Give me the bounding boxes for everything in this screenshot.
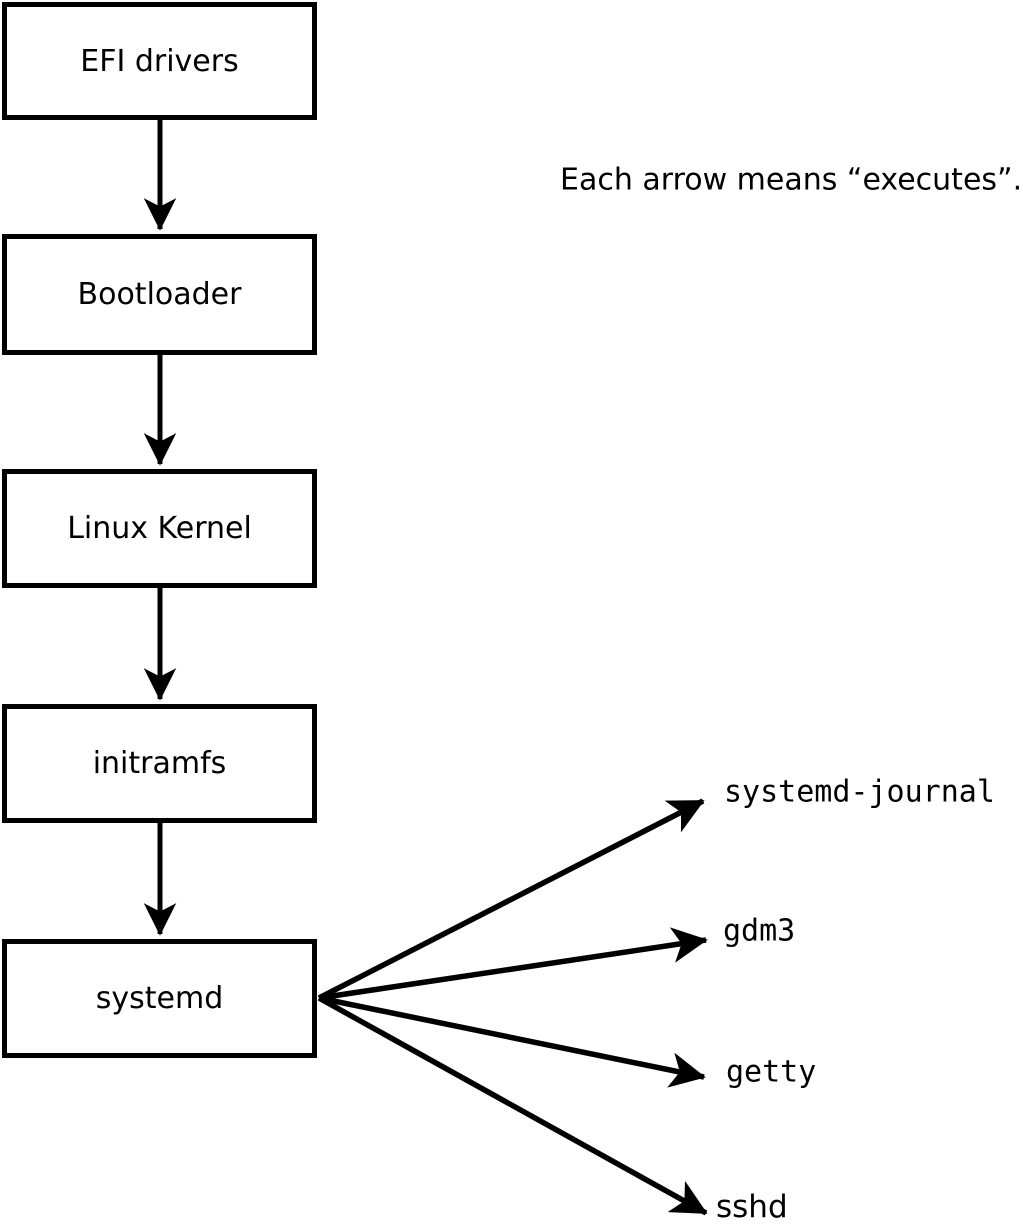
flow-box-bootloader: Bootloader — [2, 234, 317, 355]
flow-box-label: initramfs — [92, 746, 227, 781]
flow-box-systemd: systemd — [2, 939, 317, 1058]
flow-box-linux-kernel: Linux Kernel — [2, 469, 317, 588]
arrow-systemd-to-sshd — [317, 995, 708, 1216]
flow-box-label: Linux Kernel — [67, 511, 252, 546]
arrow-systemd-to-journal — [317, 798, 705, 1001]
flow-box-label: Bootloader — [77, 277, 242, 312]
flow-box-initramfs: initramfs — [2, 704, 317, 823]
arrow-systemd-to-getty — [318, 995, 706, 1088]
arrow-systemd-to-gdm3 — [318, 927, 708, 1001]
diagram-caption: Each arrow means “executes”. — [560, 162, 1023, 198]
process-label-sshd: sshd — [716, 1189, 788, 1225]
process-label-getty: getty — [726, 1054, 817, 1090]
flow-box-label: EFI drivers — [80, 43, 239, 79]
flow-box-efi-drivers: EFI drivers — [2, 2, 317, 120]
process-label-gdm3: gdm3 — [723, 913, 796, 949]
process-label-systemd-journal: systemd-journal — [724, 774, 995, 810]
flow-box-label: systemd — [95, 981, 224, 1016]
